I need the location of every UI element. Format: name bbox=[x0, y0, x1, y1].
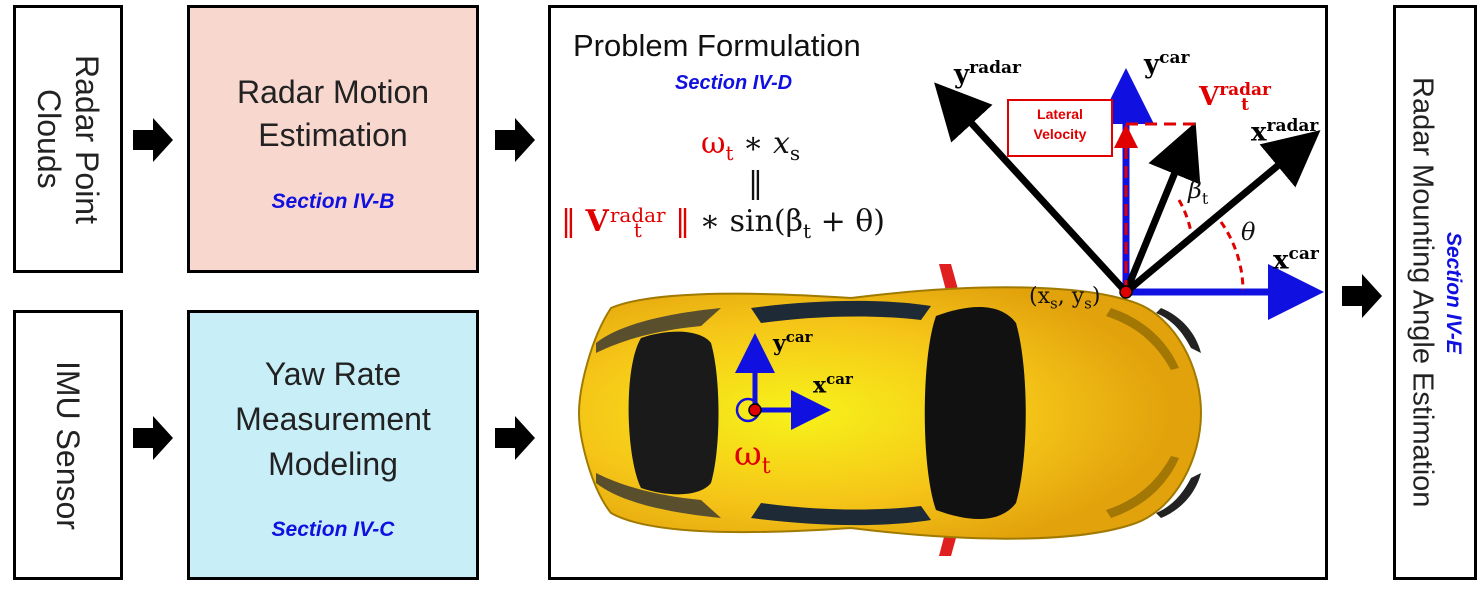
radar-motion-section: Section IV-B bbox=[271, 190, 395, 213]
x-car-sup: car bbox=[1288, 244, 1319, 264]
pt-open: (x bbox=[1029, 284, 1050, 309]
car-y-y: y bbox=[773, 330, 786, 357]
mounting-angle-section: Section IV-E bbox=[1442, 231, 1465, 354]
problem-section: Section IV-D bbox=[675, 72, 793, 94]
car-x-sup: car bbox=[826, 370, 853, 388]
eq-norm-right: ‖ bbox=[675, 204, 691, 239]
car-x-label: xcar bbox=[813, 370, 853, 398]
pt-mid: , y bbox=[1057, 284, 1085, 309]
x-radar-label: xradar bbox=[1251, 116, 1318, 148]
car-illustration bbox=[577, 68, 1324, 556]
pt-s1: s bbox=[1050, 294, 1058, 313]
pt-close: ) bbox=[1091, 284, 1101, 309]
arrow-icon bbox=[133, 118, 173, 162]
eq-rest: ∗ sin(β bbox=[690, 204, 803, 239]
radar-motion-title-1: Radar Motion bbox=[236, 74, 430, 110]
yaw-rate-block: Yaw Rate Measurement Modeling Section IV… bbox=[187, 310, 479, 580]
car-omega-label: ωt bbox=[734, 434, 771, 479]
problem-formulation-box: Problem Formulation Section IV-D ωt ∗ xs… bbox=[548, 5, 1328, 580]
eq-V-sub: t bbox=[633, 218, 642, 242]
eq-rest-end: + θ) bbox=[811, 204, 886, 239]
yaw-rate-title-2: Measurement bbox=[235, 401, 431, 437]
theta-label: θ bbox=[1241, 218, 1255, 246]
eq-norm-left: ‖ bbox=[561, 204, 576, 239]
pt-s2: s bbox=[1084, 294, 1092, 313]
eq-omega-sub: t bbox=[725, 141, 734, 165]
x-car-x: x bbox=[1273, 245, 1289, 276]
radar-point-clouds-box: Radar Point Clouds bbox=[13, 5, 123, 273]
yaw-rate-title-1: Yaw Rate bbox=[264, 356, 402, 392]
equation-line-1: ωt ∗ xs bbox=[701, 126, 800, 165]
x-radar-x: x bbox=[1251, 117, 1267, 148]
y-car-sup: car bbox=[1159, 48, 1190, 68]
y-radar-y: y bbox=[954, 59, 970, 90]
sensor-point-label: (xs, ys) bbox=[1029, 284, 1100, 312]
mounting-angle-box: Radar Mounting Angle Estimation Section … bbox=[1393, 5, 1477, 580]
theta-symbol: θ bbox=[1241, 218, 1256, 246]
imu-sensor-box: IMU Sensor bbox=[13, 310, 123, 580]
arrow-icon bbox=[495, 118, 535, 162]
eq-omega: ω bbox=[701, 126, 726, 161]
lateral-velocity-label-2: Velocity bbox=[1033, 126, 1087, 142]
y-car-y: y bbox=[1144, 49, 1160, 80]
eq-x-sub: s bbox=[789, 141, 801, 165]
x-car-label: xcar bbox=[1273, 244, 1319, 276]
equation-equals: ‖ bbox=[748, 166, 763, 201]
lateral-velocity-label-1: Lateral bbox=[1037, 106, 1083, 122]
eq-V-sup: radar bbox=[609, 203, 666, 227]
eq-times: ∗ bbox=[733, 126, 773, 161]
radar-point-clouds-label: Radar Point Clouds bbox=[31, 54, 105, 224]
problem-title: Problem Formulation bbox=[573, 28, 861, 63]
yaw-rate-section: Section IV-C bbox=[271, 518, 395, 541]
mounting-angle-title: Radar Mounting Angle Estimation bbox=[1406, 77, 1439, 508]
x-radar-sup: radar bbox=[1266, 116, 1319, 136]
radar-motion-title-2: Estimation bbox=[258, 117, 408, 153]
car-omega: ω bbox=[734, 434, 762, 474]
v-radar-sub: t bbox=[1241, 95, 1250, 115]
arrow-icon bbox=[1342, 274, 1382, 318]
eq-x: x bbox=[772, 126, 790, 161]
v-radar-V: V bbox=[1199, 82, 1220, 112]
arrow-icon bbox=[495, 416, 535, 460]
beta-symbol: β bbox=[1188, 176, 1202, 204]
car-y-sup: car bbox=[785, 328, 813, 346]
eq-rest-sub: t bbox=[802, 219, 812, 243]
radar-motion-block: Radar Motion Estimation Section IV-B bbox=[187, 5, 479, 273]
y-radar-label: yradar bbox=[954, 58, 1021, 90]
arrow-icon bbox=[133, 416, 173, 460]
beta-sub: t bbox=[1201, 188, 1209, 208]
car-x-x: x bbox=[813, 372, 827, 399]
yaw-rate-title-3: Modeling bbox=[268, 446, 398, 482]
car-y-label: ycar bbox=[773, 328, 813, 356]
eq-V: V bbox=[585, 204, 609, 239]
car-omega-sub: t bbox=[761, 453, 771, 479]
y-car-label: ycar bbox=[1144, 48, 1189, 80]
imu-sensor-label: IMU Sensor bbox=[50, 360, 86, 530]
v-radar-sup: radar bbox=[1219, 80, 1272, 100]
beta-label: βt bbox=[1188, 176, 1208, 208]
y-radar-sup: radar bbox=[969, 58, 1021, 78]
